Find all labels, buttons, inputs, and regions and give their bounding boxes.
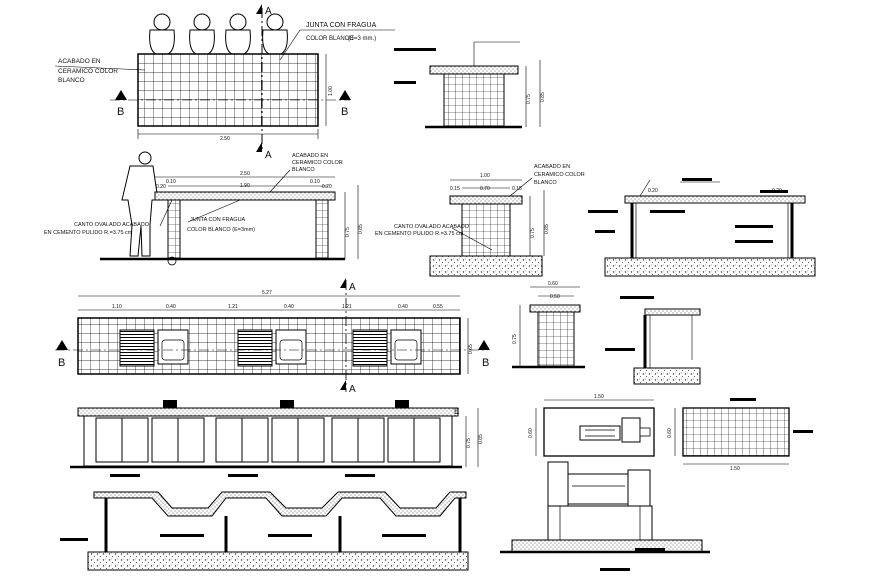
small-section-height-b: 0.85 (540, 92, 546, 102)
cabinet-elevation: 0.75 0.85 E (70, 400, 484, 469)
small-section-height-a: 0.75 (526, 94, 532, 104)
top-plan-secondary: 1.50 0.60 (667, 398, 813, 472)
plan-top-view: A A B B JUNTA CON FRAGUA COLOR BLANCO (E… (54, 4, 395, 161)
sink-section-view (60, 474, 469, 571)
drainboard-3 (352, 329, 388, 367)
sink-dim-4: 1.21 (342, 304, 352, 310)
sink-dim-2: 1.21 (228, 304, 238, 310)
sink-dim-5: 0.40 (398, 304, 408, 310)
sink-dim-6: 0.55 (433, 304, 443, 310)
elev-total-dim: 2.50 (240, 171, 250, 177)
sectionc-dim-a: 0.20 (648, 188, 658, 194)
finish-note-line2: CERAMICO COLOR (58, 68, 118, 75)
sectionb-finish-line2: CERAMICO COLOR (534, 172, 585, 178)
cabinet-tag: E (454, 407, 459, 416)
grout-note-line1: JUNTA CON FRAGUA (306, 22, 377, 29)
sectionb-finish-line1: ACABADO EN (534, 164, 570, 170)
person-icon (262, 13, 288, 55)
sink-plan-view: A A B B 5.27 1.10 0.40 1.21 0.40 1.21 0.… (55, 278, 490, 395)
finish-note-line1: ACABADO EN (58, 58, 101, 65)
grout-note-line2: COLOR BLANCO (306, 36, 354, 42)
elev-height-dim2: 0.85 (358, 224, 364, 234)
person-icon (189, 13, 215, 55)
section-c-view: 0.20 0.20 (588, 178, 816, 277)
section-marker-a-top: A (265, 6, 272, 17)
sectionb-height-dim2: 0.85 (544, 224, 550, 234)
sectionb-edge-right: 0.15 (512, 186, 522, 192)
finish-note-line3: BLANCO (58, 77, 85, 84)
sink-dim-0: 1.10 (112, 304, 122, 310)
elevation-table: 2.50 1.90 0.10 0.10 0.20 0.20 0.75 0.85 … (44, 151, 364, 266)
elev-finish-line2: CERAMICO COLOR (292, 160, 343, 166)
plan-depth-dim: 1.00 (328, 86, 334, 96)
elev-side-dim-right: 0.10 (310, 179, 320, 185)
small-section-height: 0.75 (512, 334, 518, 344)
lathe-machine-icon (579, 417, 651, 443)
sink-dim-1: 0.40 (166, 304, 176, 310)
sectionb-edge-left: 0.15 (450, 186, 460, 192)
section-marker-a-bottom: A (265, 150, 272, 161)
person-icon (149, 13, 175, 55)
elev-grout-line1: JUNTA CON FRAGUA (190, 217, 246, 223)
elev-edge-note-line2: EN CEMENTO PULIDO R.=3.75 cm (44, 230, 133, 236)
sectionb-finish-line3: BLANCO (534, 180, 557, 186)
sectionc-dim-b: 0.20 (772, 188, 782, 194)
section-small-top: 0.75 0.85 (394, 41, 546, 129)
grout-note-spec: (E=3 mm.) (348, 36, 376, 42)
elev-edge-left: 0.20 (156, 184, 166, 190)
sectionb-total-dim: 1.00 (480, 173, 490, 179)
sectionb-height-dim: 0.75 (530, 228, 536, 238)
sectionb-edge-note-line1: CANTO OVALADO ACABADO (394, 224, 470, 230)
lathe-plan-view: 1.50 0.60 (528, 394, 655, 457)
elev-side-dim-left: 0.10 (166, 179, 176, 185)
section-b-view: 1.00 0.70 0.15 0.15 0.75 0.85 ACABADO EN… (375, 164, 585, 277)
small-section-top-dim2: 0.50 (550, 294, 560, 300)
elev-edge-note-line1: CANTO OVALADO ACABADO (74, 222, 150, 228)
elev-height-dim: 0.75 (345, 227, 351, 237)
sink-section-a-top: A (349, 282, 356, 293)
plan2-depth-dim: 0.60 (667, 428, 673, 438)
small-section-top-dim1: 0.60 (548, 281, 558, 287)
lathe-elevation (500, 461, 710, 571)
person-icon (225, 13, 251, 55)
small-section-mid: 0.60 0.50 0.75 (512, 281, 701, 385)
section-marker-b-right: B (341, 106, 348, 118)
drainboard-1 (119, 329, 155, 367)
elev-inner-dim: 1.90 (240, 183, 250, 189)
elev-grout-line2: COLOR BLANCO (E=3mm) (187, 227, 255, 233)
sectionb-inner-dim: 0.70 (480, 186, 490, 192)
sink-section-b-left: B (58, 357, 65, 369)
plan2-width-dim: 1.50 (730, 466, 740, 472)
sink-total-dim: 5.27 (262, 290, 272, 296)
drainboard-2 (237, 329, 273, 367)
elev-finish-line1: ACABADO EN (292, 153, 328, 159)
cabinet-height-dim2: 0.85 (478, 434, 484, 444)
cabinet-doors (95, 417, 441, 463)
elev-finish-line3: BLANCO (292, 167, 315, 173)
section-marker-b-left: B (117, 106, 124, 118)
sink-section-a-bottom: A (349, 384, 356, 395)
sink-dim-3: 0.40 (284, 304, 294, 310)
tiled-countertop-plan (137, 53, 319, 127)
sectionb-edge-note-line2: EN CEMENTO PULIDO R.=3.75 cm (375, 231, 464, 237)
lathe-depth-dim: 0.60 (528, 428, 534, 438)
sink-section-b-right: B (482, 357, 489, 369)
lathe-width-dim: 1.50 (594, 394, 604, 400)
human-figure-icon (121, 151, 159, 257)
plan-width-dim: 2.50 (220, 136, 230, 142)
elev-edge-right: 0.20 (322, 184, 332, 190)
cabinet-height-dim1: 0.75 (466, 438, 472, 448)
sink-depth-dim: 0.65 (468, 344, 474, 354)
